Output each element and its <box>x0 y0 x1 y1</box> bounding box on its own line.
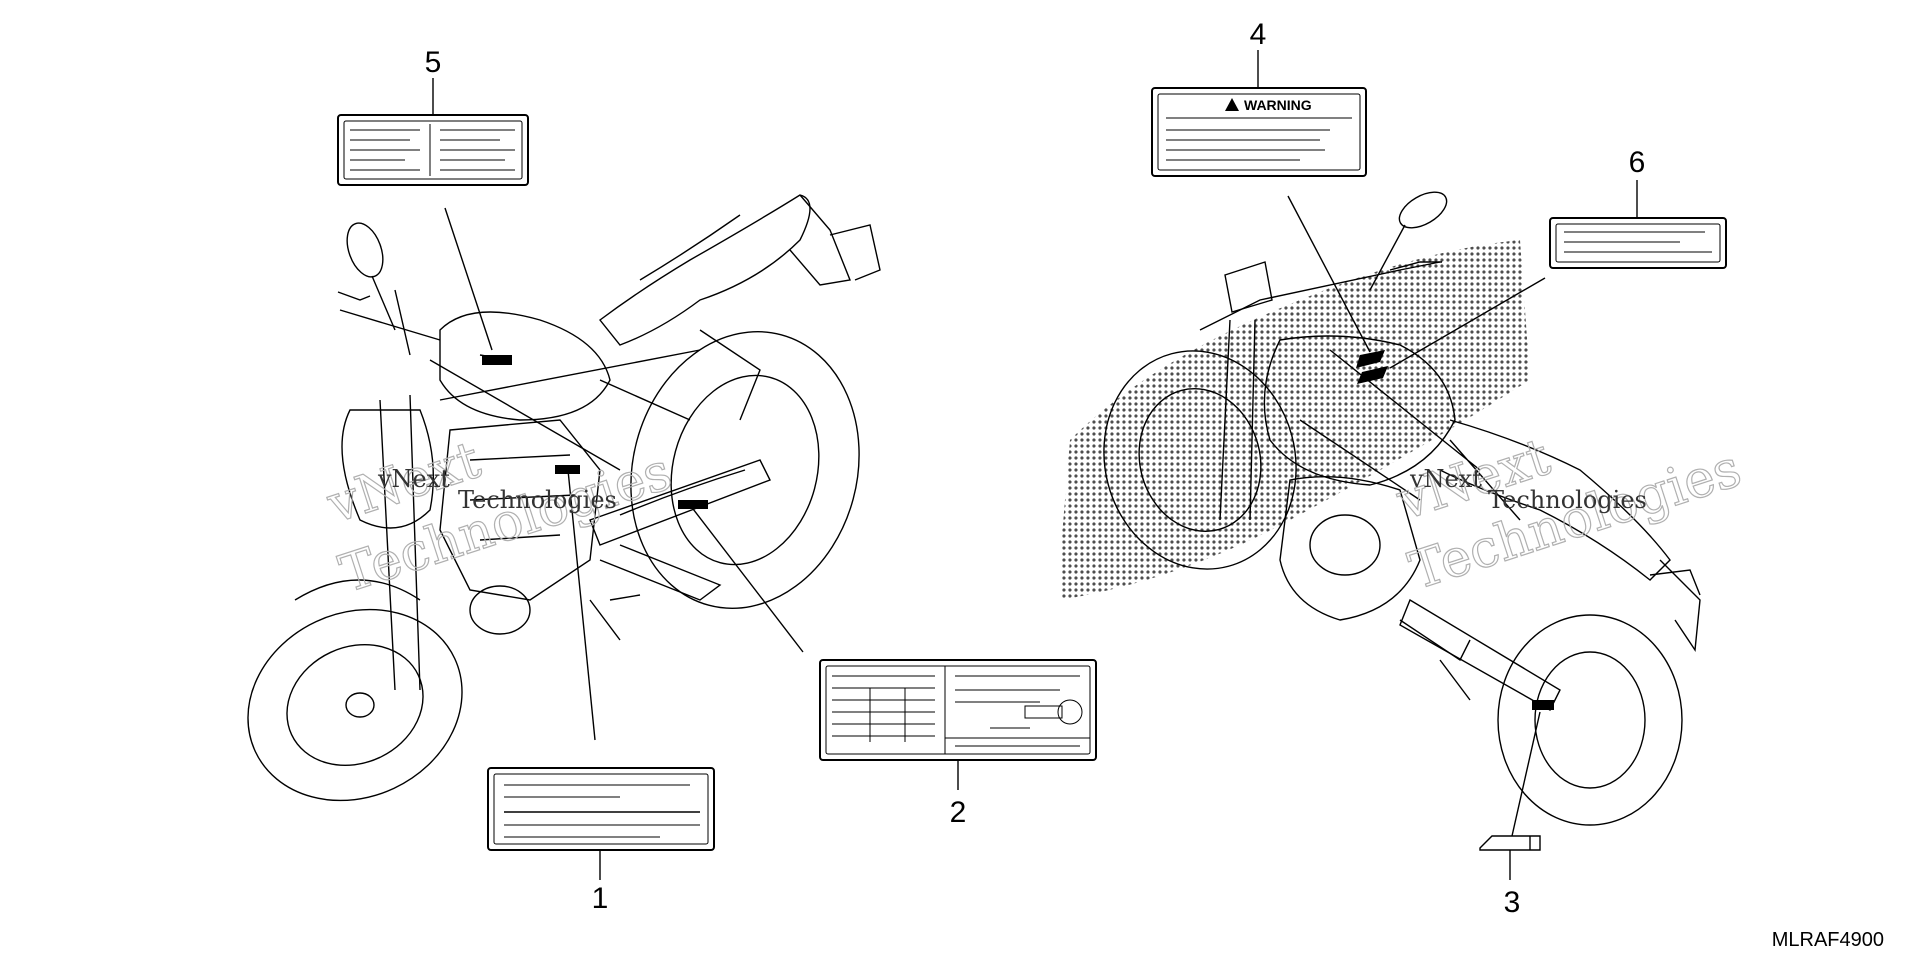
warning-triangle-icon <box>1225 98 1239 111</box>
svg-text:Technologies: Technologies <box>458 486 617 514</box>
label-spot-6 <box>1357 366 1388 384</box>
warning-label-text: WARNING <box>1244 97 1312 113</box>
leader-lines <box>432 50 1638 880</box>
label-2-box[interactable] <box>819 659 1097 761</box>
callout-6[interactable]: 6 <box>1629 146 1646 179</box>
callout-4[interactable]: 4 <box>1250 18 1267 51</box>
label-6-box[interactable] <box>1549 217 1727 269</box>
watermark-left-dark: vNext Technologies <box>377 465 617 514</box>
label-3-tag[interactable] <box>1479 835 1541 851</box>
motorcycle-right-illustration <box>1060 191 1701 826</box>
label-spot-1 <box>555 465 580 474</box>
label-1-box[interactable] <box>487 767 715 851</box>
label-spot-4 <box>1356 350 1385 368</box>
label-spot-3 <box>1532 700 1554 710</box>
label-spot-2 <box>678 500 708 509</box>
motorcycle-left-illustration <box>247 194 881 802</box>
label-spot-5 <box>482 355 512 365</box>
callout-2[interactable]: 2 <box>950 796 967 829</box>
label-4-box[interactable]: WARNING <box>1151 87 1367 177</box>
svg-text:vNext: vNext <box>1409 465 1482 493</box>
label-5-box[interactable] <box>337 114 529 186</box>
watermark-right-dark: vNext Technologies <box>1409 465 1647 514</box>
callout-1[interactable]: 1 <box>592 882 609 915</box>
callout-3[interactable]: 3 <box>1504 886 1521 919</box>
svg-text:Technologies: Technologies <box>1488 486 1647 514</box>
svg-text:vNext: vNext <box>377 465 450 493</box>
callout-5[interactable]: 5 <box>425 46 442 79</box>
diagram-code: MLRAF4900 <box>1771 929 1884 951</box>
